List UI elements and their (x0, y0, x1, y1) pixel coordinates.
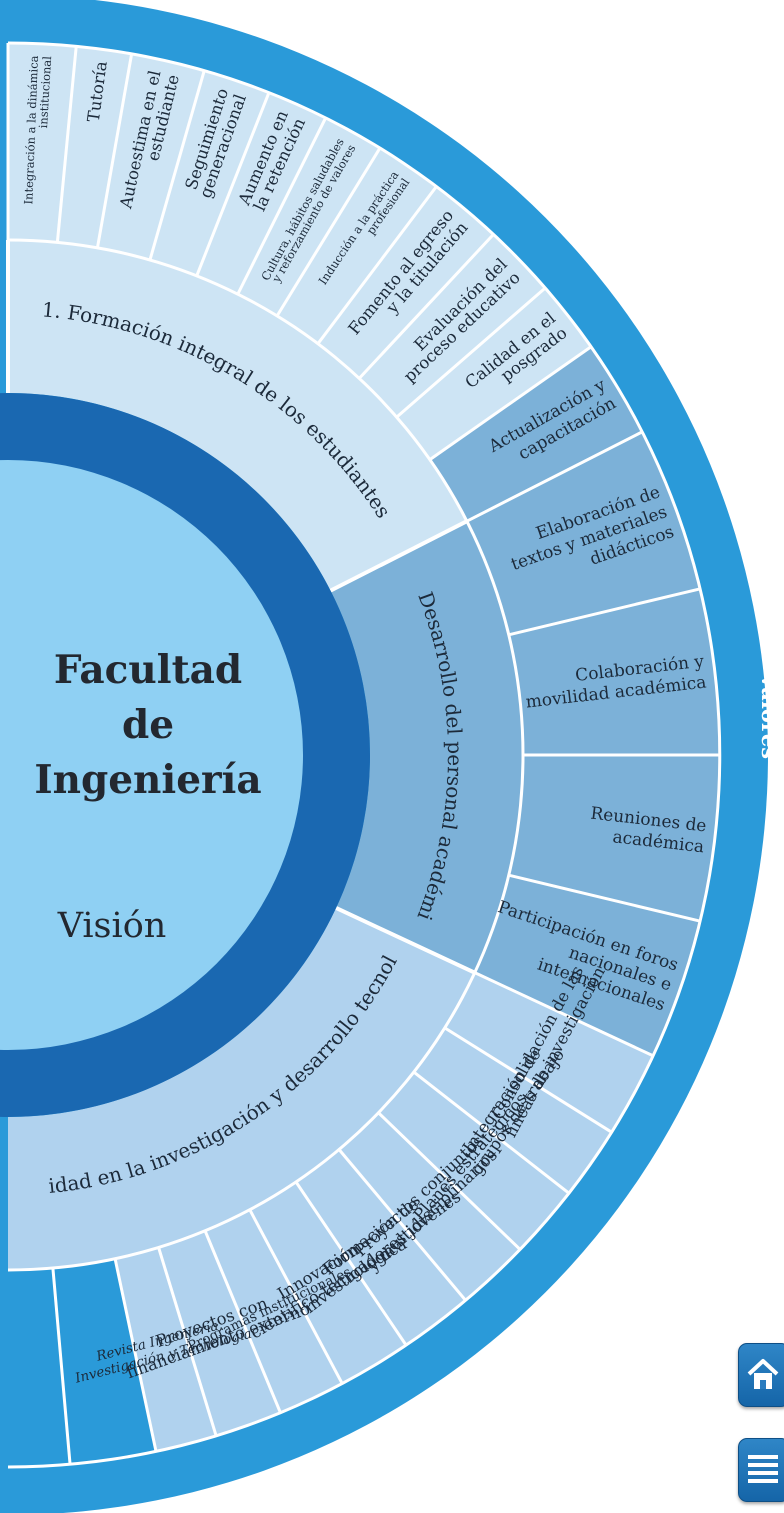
center-vision-label: Visión (57, 906, 167, 946)
program-cell (474, 875, 701, 1056)
program-separator (377, 1111, 522, 1251)
program-separator (51, 1267, 72, 1465)
program-separator (358, 233, 495, 380)
program-cell (8, 43, 77, 243)
program-cell (57, 46, 132, 248)
program-cell (317, 186, 494, 379)
center-title-line-3: Ingeniería (34, 757, 261, 803)
axis-separator (329, 519, 468, 593)
menu-button[interactable] (738, 1438, 784, 1502)
program-separator (429, 345, 593, 461)
program-separator (316, 185, 438, 345)
program-separator (148, 70, 206, 261)
program-separator (275, 147, 382, 317)
program-separator (55, 46, 78, 243)
program-cell (249, 1181, 407, 1384)
axis-separator (335, 906, 476, 975)
program-cell (158, 1230, 281, 1436)
program-cell (339, 1112, 521, 1301)
axis-cell-3 (8, 907, 475, 1270)
menu-icon (748, 1455, 778, 1483)
program-cell (97, 53, 205, 260)
program-separator (466, 430, 644, 523)
program-separator (294, 1181, 408, 1347)
program-cell (444, 972, 654, 1133)
program-cell (115, 1247, 217, 1452)
program-cell (277, 147, 437, 344)
values-ring-label: Valores (757, 672, 782, 759)
program-separator (195, 91, 271, 277)
program-separator (337, 1148, 467, 1302)
program-separator (395, 286, 547, 419)
program-cell (149, 70, 269, 276)
program-label-line: institucional (36, 55, 54, 128)
program-separator (248, 1209, 344, 1385)
program-cell (508, 588, 720, 755)
program-separator (236, 117, 328, 295)
center-disc (0, 460, 303, 1050)
program-cell (295, 1149, 466, 1346)
home-icon (747, 1359, 779, 1389)
program-separator (95, 53, 134, 249)
program-label-line: Integración a la dinámica (21, 55, 41, 205)
program-separator (508, 587, 701, 637)
program-separator (157, 1247, 218, 1437)
program-cell (396, 287, 592, 460)
program-cell (378, 1072, 570, 1250)
center-title-line-1: Facultad (54, 647, 242, 693)
program-cell (466, 431, 701, 635)
center-title-line-2: de (122, 702, 174, 748)
home-button[interactable] (738, 1343, 784, 1407)
program-separator (443, 1026, 613, 1134)
program-cell (508, 755, 720, 922)
program-cell (237, 117, 381, 316)
program-separator (203, 1230, 282, 1414)
axis-cell-1 (8, 240, 467, 591)
program-separator (508, 873, 701, 923)
program-separator (412, 1070, 570, 1195)
program-cell (429, 346, 643, 522)
program-cell (205, 1209, 343, 1413)
program-cell (413, 1027, 612, 1194)
program-separator (113, 1258, 158, 1452)
program-cell (359, 234, 546, 418)
program-cell (196, 92, 326, 295)
axis-cell-2 (330, 521, 523, 973)
program-separator (474, 971, 654, 1058)
